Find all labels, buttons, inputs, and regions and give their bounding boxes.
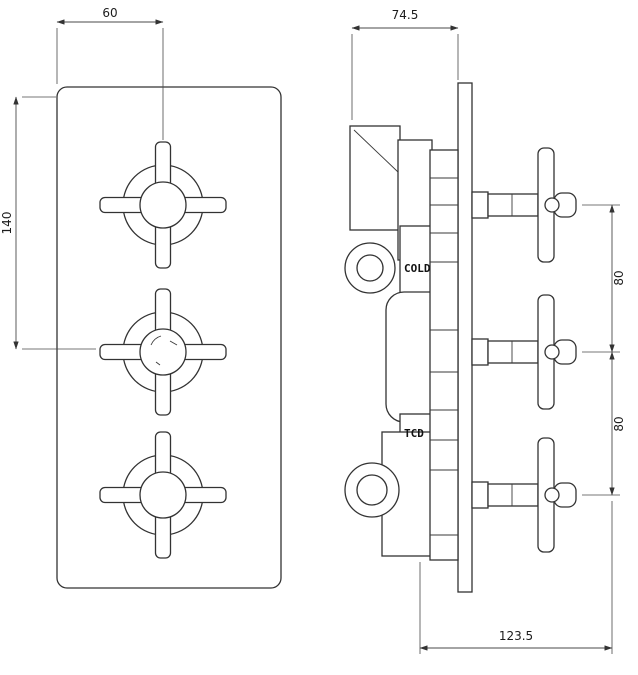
front-handle-top xyxy=(99,141,227,269)
port-label-tcd: TCD xyxy=(404,427,424,440)
lower-inlet-port xyxy=(344,462,400,518)
handle-front-arm xyxy=(544,344,560,360)
body-connector-upper xyxy=(399,225,433,301)
dim-side-depth: 74.5 xyxy=(351,8,459,120)
dim-text-123-5: 123.5 xyxy=(499,629,533,643)
handle-hub xyxy=(139,328,187,376)
handle-base xyxy=(471,481,489,509)
handle-stem xyxy=(487,340,539,364)
handle-stem xyxy=(487,483,539,507)
handle-base xyxy=(471,191,489,219)
side-handle-top xyxy=(471,147,577,263)
body-diagonal-line xyxy=(353,129,399,173)
dimensions: 60 140 74.5 80 80 xyxy=(0,6,626,654)
dim-text-140: 140 xyxy=(0,212,14,235)
valve-body: COLD TCD xyxy=(344,125,459,561)
handle-front-arm xyxy=(544,197,560,213)
handle-hub xyxy=(139,471,187,519)
dim-text-80-upper: 80 xyxy=(612,270,626,285)
side-view: COLD TCD xyxy=(344,82,577,593)
body-top-block xyxy=(349,125,401,231)
dim-overall-depth: 123.5 xyxy=(419,501,613,654)
thermostat-scale-marks xyxy=(150,335,178,366)
handle-front-arm xyxy=(544,487,560,503)
side-handle-middle xyxy=(471,294,577,410)
dim-front-offset: 60 xyxy=(56,6,164,140)
handle-hub xyxy=(139,181,187,229)
dim-text-74-5: 74.5 xyxy=(392,8,419,22)
strip-segment-lines xyxy=(430,177,458,536)
handle-stem xyxy=(487,193,539,217)
front-view xyxy=(56,86,282,589)
dim-handle-spacing: 80 80 xyxy=(582,204,626,496)
cold-inlet-port xyxy=(344,242,396,294)
dim-text-60: 60 xyxy=(102,6,117,20)
body-mounting-strip xyxy=(429,149,459,561)
side-handle-bottom xyxy=(471,437,577,553)
front-handle-middle xyxy=(99,288,227,416)
side-plate xyxy=(457,82,473,593)
handle-base xyxy=(471,338,489,366)
dim-front-vertical: 140 xyxy=(0,96,96,350)
dim-text-80-lower: 80 xyxy=(612,416,626,431)
front-handle-bottom xyxy=(99,431,227,559)
port-label-cold: COLD xyxy=(404,262,431,275)
